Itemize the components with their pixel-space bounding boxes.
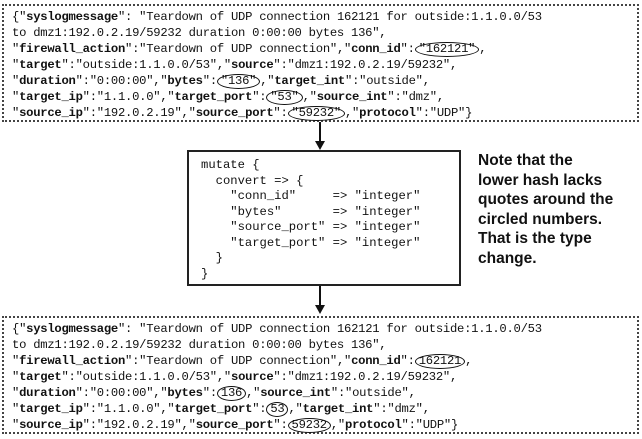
mutate-line: "source_port" => "integer"	[201, 220, 421, 234]
note-line: change.	[478, 249, 537, 267]
mutate-line: "target_port" => "integer"	[201, 235, 421, 250]
mutate-line: }	[201, 266, 209, 281]
mutate-line: }	[201, 251, 223, 265]
code-line: to dmz1:192.0.2.19/59232 duration 0:00:0…	[12, 338, 387, 352]
mutate-filter-block: mutate { convert => { "conn_id" => "inte…	[187, 150, 461, 286]
circled-value: 162121	[414, 354, 466, 369]
code-line: to dmz1:192.0.2.19/59232 duration 0:00:0…	[12, 26, 387, 40]
circled-value: "59232"	[287, 106, 345, 121]
arrow-down-2-shaft	[319, 286, 321, 306]
code-line: "firewall_action":"Teardown of UDP conne…	[12, 42, 487, 57]
code-line: "duration":"0:00:00","bytes":"136","targ…	[12, 74, 430, 89]
code-line: "source_ip":"192.0.2.19","source_port":5…	[12, 418, 459, 433]
mutate-line: convert => {	[201, 173, 304, 188]
code-line: "target_ip":"1.1.0.0","target_port":"53"…	[12, 90, 444, 105]
mutate-line: "conn_id" => "integer"	[201, 189, 421, 203]
circled-value: "53"	[266, 90, 303, 105]
code-line: "target":"outside:1.1.0.0/53","source":"…	[12, 58, 458, 72]
circled-value: 136	[216, 386, 247, 401]
note-line: circled numbers.	[478, 210, 603, 228]
code-line: "duration":"0:00:00","bytes":136,"source…	[12, 386, 416, 401]
code-line: "firewall_action":"Teardown of UDP conne…	[12, 354, 473, 369]
arrow-down-1-head	[315, 141, 325, 150]
code-line: {"syslogmessage": "Teardown of UDP conne…	[12, 10, 542, 24]
arrow-down-2-head	[315, 305, 325, 314]
note-line: lower hash lacks	[478, 171, 603, 189]
circled-value: 59232	[287, 418, 331, 433]
note-line: That is the type	[478, 230, 592, 247]
code-line: "target":"outside:1.1.0.0/53","source":"…	[12, 370, 458, 384]
code-line: "source_ip":"192.0.2.19","source_port":"…	[12, 106, 473, 121]
circled-value: "136"	[216, 74, 261, 89]
note-line: Note that the	[478, 152, 573, 169]
mutate-line: mutate {	[201, 158, 260, 172]
circled-value: "162121"	[414, 42, 480, 57]
arrow-down-1-shaft	[319, 122, 321, 142]
code-line: "target_ip":"1.1.0.0","target_port":53,"…	[12, 402, 430, 417]
circled-value: 53	[266, 402, 289, 417]
converted-hash-block: {"syslogmessage": "Teardown of UDP conne…	[2, 316, 639, 434]
note-line: quotes around the	[478, 191, 614, 208]
original-hash-block: {"syslogmessage": "Teardown of UDP conne…	[2, 4, 639, 122]
code-line: {"syslogmessage": "Teardown of UDP conne…	[12, 322, 542, 336]
mutate-line: "bytes" => "integer"	[201, 204, 421, 219]
explanation-note: Note that the lower hash lacks quotes arou…	[478, 151, 640, 268]
